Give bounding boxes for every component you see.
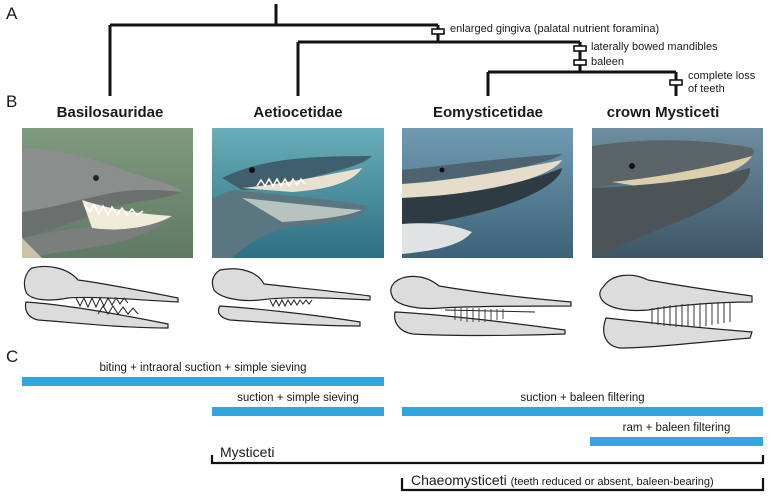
aetiocetid-illustration — [212, 128, 384, 258]
taxon-name-aetiocetidae: Aetiocetidae — [253, 104, 343, 121]
feeding-mode-bar-suction-baleen — [402, 407, 763, 416]
eomysticetid-illustration — [402, 128, 573, 258]
mysticeti-bracket — [210, 455, 765, 465]
chaeomysticeti-bracket — [400, 478, 765, 492]
trait-enlarged-gingiva: enlarged gingiva (palatal nutrient foram… — [450, 23, 660, 35]
crown-mysticete-skull — [599, 274, 753, 349]
clade-label-chaeomysticeti: Chaeomysticeti (teeth reduced or absent,… — [408, 472, 717, 488]
feeding-mode-label-suction-baleen: suction + baleen filtering — [520, 392, 645, 404]
trait-tooth-loss-line2: of teeth — [688, 83, 725, 95]
taxon-name-crown-mysticeti: crown Mysticeti — [606, 104, 720, 121]
crown-mysticete-illustration — [592, 128, 763, 258]
feeding-mode-bar-basilosaurid — [22, 377, 384, 386]
trait-tick-tooth-loss — [669, 79, 683, 86]
taxon-name-eomysticetidae: Eomysticetidae — [432, 104, 544, 121]
panel-label-a: A — [6, 4, 18, 23]
phylogeny-tree — [108, 4, 683, 96]
feeding-mode-label-aetiocetid: suction + simple sieving — [237, 392, 359, 404]
panel-label-c: C — [6, 347, 19, 366]
trait-baleen: baleen — [591, 56, 625, 68]
aetiocetid-skull — [211, 268, 371, 327]
basilosaurid-illustration — [22, 128, 193, 258]
basilosaurid-skull — [23, 265, 179, 329]
trait-tick-baleen — [573, 59, 587, 66]
clade-label-mysticeti: Mysticeti — [220, 444, 275, 460]
feeding-mode-label-ram-baleen: ram + baleen filtering — [622, 422, 731, 434]
panel-label-b: B — [6, 92, 18, 111]
trait-tooth-loss-line1: complete loss — [688, 70, 756, 82]
feeding-mode-bar-aetiocetid — [212, 407, 384, 416]
chaeomysticeti-name: Chaeomysticeti — [411, 472, 507, 488]
clade-brackets — [210, 455, 765, 492]
trait-tick-gingiva — [431, 28, 445, 35]
eomysticetid-skull — [390, 275, 572, 337]
feeding-mode-label-basilosaurid: biting + intraoral suction + simple siev… — [99, 362, 307, 374]
taxon-name-basilosauridae: Basilosauridae — [56, 104, 164, 121]
chaeomysticeti-note: (teeth reduced or absent, baleen-bearing… — [510, 476, 714, 488]
trait-tick-bowed-mandibles — [573, 45, 587, 52]
feeding-mode-bar-ram-baleen — [590, 437, 763, 446]
trait-bowed-mandibles: laterally bowed mandibles — [591, 41, 718, 53]
